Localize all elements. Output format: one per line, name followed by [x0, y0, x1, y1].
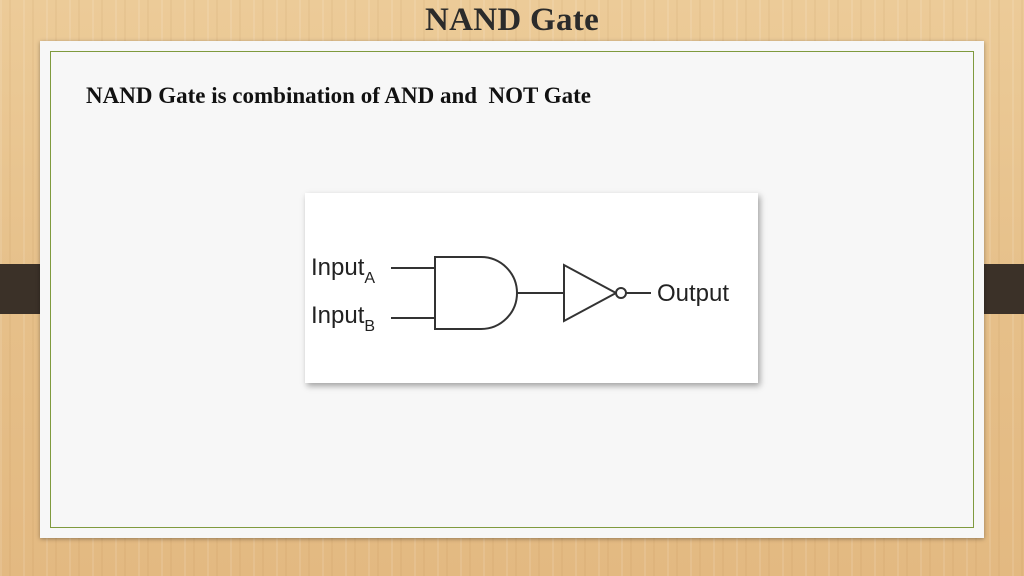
and-gate-symbol — [434, 256, 518, 330]
input-a-text: Input — [311, 254, 365, 281]
inversion-bubble — [615, 287, 627, 299]
input-b-subscript: B — [364, 318, 375, 335]
slide-title: NAND Gate — [424, 2, 600, 38]
slide-subtitle: NAND Gate is combination of AND and NOT … — [86, 83, 591, 108]
input-b-label: InputB — [311, 302, 375, 335]
card-inner-border — [50, 51, 974, 528]
not-gate-symbol — [563, 263, 619, 323]
nand-diagram-panel: InputA InputB Output — [305, 193, 758, 383]
nand-gate-diagram: InputA InputB Output — [311, 254, 729, 335]
input-a-subscript: A — [364, 270, 375, 287]
content-card: NAND Gate is combination of AND and NOT … — [40, 41, 984, 538]
input-b-text: Input — [311, 302, 365, 329]
output-label: Output — [657, 280, 729, 307]
input-a-label: InputA — [311, 254, 375, 287]
